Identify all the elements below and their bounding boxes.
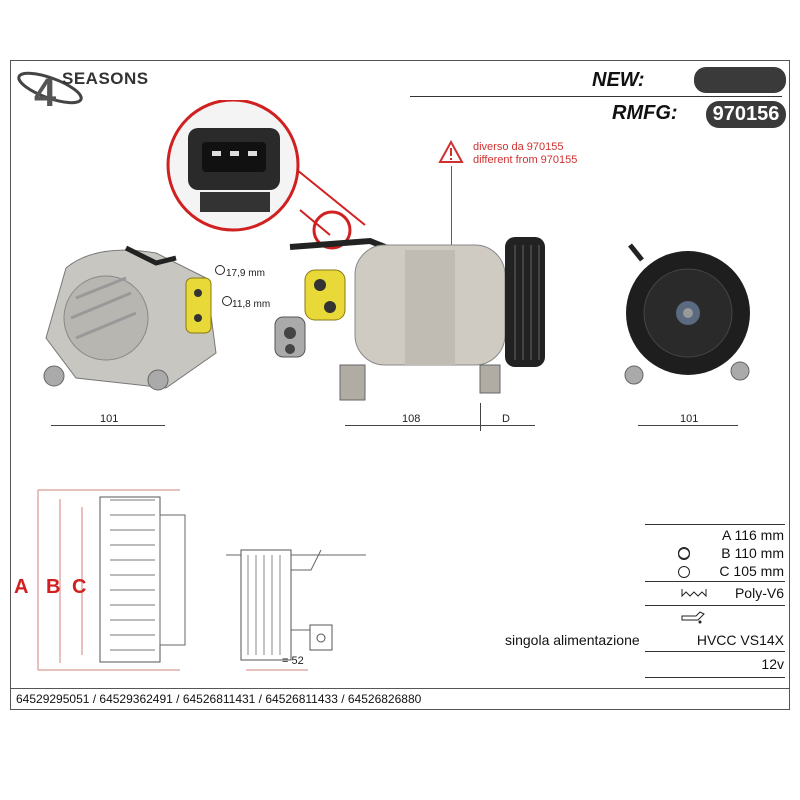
diameter-icon bbox=[215, 265, 225, 275]
warning-line-italian: diverso da 970155 bbox=[473, 141, 564, 153]
warning-line-english: different from 970155 bbox=[473, 154, 578, 166]
warning-triangle-icon bbox=[438, 140, 464, 163]
warning-pointer-line bbox=[451, 166, 452, 316]
oem-part-numbers: 64529295051 / 64529362491 / 64526811431 … bbox=[16, 692, 422, 706]
width-right-value: 101 bbox=[680, 413, 699, 425]
compressor-rear-view bbox=[43, 245, 217, 391]
spec-divider bbox=[645, 581, 785, 582]
d-label: D bbox=[502, 413, 510, 425]
footer-divider bbox=[10, 688, 790, 689]
width-body-value: 108 bbox=[402, 413, 421, 425]
dimension-separator bbox=[480, 403, 481, 431]
dimension-label-b: B bbox=[46, 576, 61, 598]
drawing-width-value: = 52 bbox=[282, 655, 304, 667]
new-value-box bbox=[694, 67, 786, 93]
spec-a: A 116 mm bbox=[722, 527, 784, 543]
spec-c: C 105 mm bbox=[719, 563, 784, 579]
four-seasons-logo-icon: 4 bbox=[17, 71, 83, 112]
rmfg-label: RMFG: bbox=[612, 102, 678, 124]
compressor-front-view bbox=[624, 243, 750, 385]
spec-divider bbox=[645, 605, 785, 606]
supply-label: singola alimentazione bbox=[505, 632, 640, 648]
pulley-cross-section-drawing bbox=[37, 489, 186, 671]
rmfg-value: 970156 bbox=[706, 101, 786, 128]
new-label: NEW: bbox=[592, 69, 645, 91]
spec-pulley: Poly-V6 bbox=[734, 585, 784, 601]
dimension-line-body bbox=[345, 425, 535, 426]
pulley-side-drawing bbox=[226, 549, 366, 671]
spec-divider bbox=[645, 651, 785, 652]
poly-v-belt-icon bbox=[681, 589, 707, 598]
connector-zoom-illustration bbox=[166, 100, 366, 250]
product-sheet-frame bbox=[10, 60, 790, 710]
header-divider bbox=[410, 96, 782, 97]
logo-digit: 4 bbox=[34, 71, 57, 112]
spec-divider bbox=[645, 524, 785, 525]
oil-can-icon bbox=[681, 611, 705, 624]
spec-b: B 110 mm bbox=[721, 545, 784, 561]
dimension-label-a: A bbox=[14, 576, 29, 598]
dimension-label-c: C bbox=[72, 576, 87, 598]
width-left-value: 101 bbox=[100, 413, 119, 425]
brand-logo-text: SEASONS bbox=[62, 69, 149, 88]
dimension-line-right bbox=[638, 425, 738, 426]
diameter-icon bbox=[678, 566, 690, 578]
compressor-side-view bbox=[274, 237, 545, 401]
diameter-icon bbox=[678, 548, 690, 560]
diameter-icon bbox=[222, 296, 232, 306]
dimension-line-left bbox=[51, 425, 165, 426]
spec-oil: HVCC VS14X bbox=[696, 632, 784, 648]
spec-divider bbox=[645, 677, 785, 678]
spec-voltage: 12v bbox=[761, 656, 784, 672]
dimension-d2: 11,8 mm bbox=[232, 299, 271, 310]
dimension-d1: 17,9 mm bbox=[226, 268, 265, 279]
